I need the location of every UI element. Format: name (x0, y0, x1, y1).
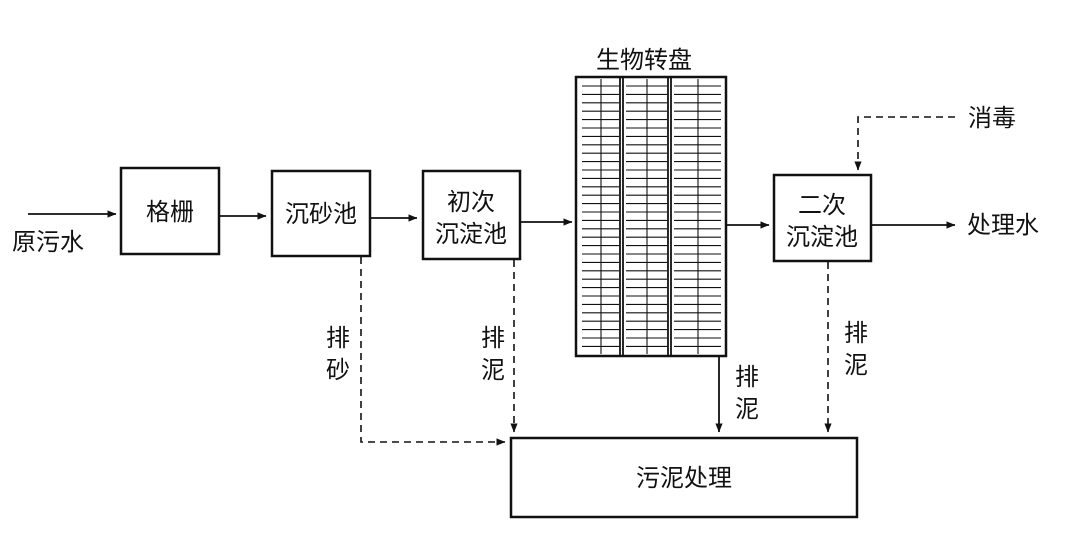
disinfection-label: 消毒 (968, 104, 1016, 132)
disc-sludge-label-2: 泥 (735, 395, 759, 423)
primary-clarifier-node (421, 169, 522, 261)
primary-clarifier-label-line2: 沉淀池 (435, 220, 507, 248)
secondary-clarifier-label-line2: 沉淀池 (786, 223, 858, 251)
secondary-sludge-label-1: 排 (844, 319, 868, 347)
disc-sludge-label-1: 排 (735, 363, 759, 391)
disinfection-dashed-arrow (854, 116, 955, 171)
sludge-treatment-node (509, 436, 859, 519)
effluent-label: 处理水 (967, 211, 1039, 239)
grit-discharge-dashed-arrow (360, 257, 506, 446)
rotating-disc-title: 生物转盘 (596, 46, 692, 74)
secondary-sludge-label-2: 泥 (844, 351, 868, 379)
screen-label: 格栅 (146, 198, 194, 226)
primary-sludge-label-2: 泥 (481, 356, 505, 384)
grit-chamber-node (270, 169, 372, 258)
primary-clarifier-label-line1: 初次 (447, 188, 495, 216)
rotating-disc-unit (574, 75, 728, 358)
primary-sludge-label-1: 排 (481, 324, 505, 352)
secondary-clarifier-label-line1: 二次 (798, 191, 846, 219)
grit-discharge-label-2: 砂 (326, 356, 350, 384)
secondary-clarifier-node (772, 173, 873, 263)
influent-label: 原污水 (12, 228, 84, 256)
grit-discharge-label-1: 排 (326, 324, 350, 352)
grit-chamber-label: 沉砂池 (285, 200, 357, 228)
disc-racks (582, 77, 721, 356)
screen-node (119, 166, 221, 256)
sludge-treatment-label: 污泥处理 (636, 464, 732, 492)
